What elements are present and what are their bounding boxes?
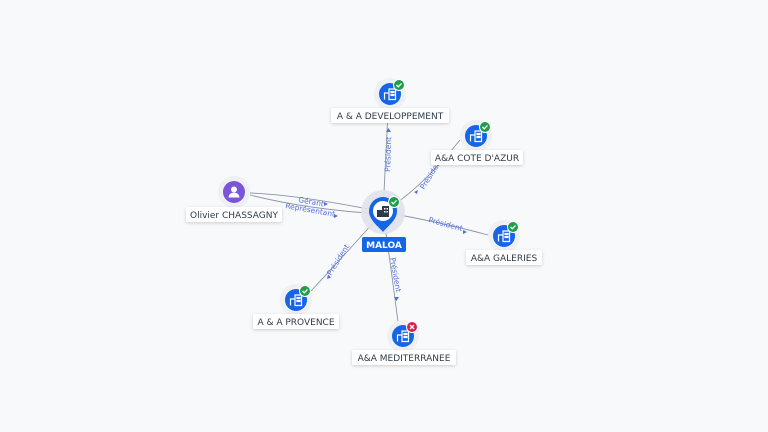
building-icon xyxy=(497,230,511,243)
svg-text:Olivier CHASSAGNY: Olivier CHASSAGNY xyxy=(190,211,279,221)
svg-text:A & A PROVENCE: A & A PROVENCE xyxy=(257,318,334,328)
label-dev: A & A DEVELOPPEMENT xyxy=(331,108,449,123)
arrow-oliv-2 xyxy=(334,214,338,218)
label-med: A&A MEDITERRANEE xyxy=(352,350,456,365)
node-cote[interactable] xyxy=(460,120,492,152)
label-cote: A&A COTE D'AZUR xyxy=(431,150,523,165)
center-label-box xyxy=(362,237,406,252)
check-icon xyxy=(479,121,491,133)
check-icon xyxy=(393,79,405,91)
edge-label-gal: Président xyxy=(427,215,463,233)
svg-text:A & A DEVELOPPEMENT: A & A DEVELOPPEMENT xyxy=(337,112,444,122)
edge-label-med: Président xyxy=(388,257,403,293)
node-med[interactable] xyxy=(387,320,419,352)
check-icon xyxy=(507,221,519,233)
check-icon xyxy=(388,196,400,208)
label-oliv: Olivier CHASSAGNY xyxy=(186,207,282,222)
arrow-dev xyxy=(386,128,391,132)
svg-text:A&A GALERIES: A&A GALERIES xyxy=(471,254,538,264)
arrow-cote xyxy=(414,190,418,194)
svg-text:A&A COTE D'AZUR: A&A COTE D'AZUR xyxy=(435,154,519,164)
building-icon xyxy=(377,206,389,217)
building-icon xyxy=(383,88,397,101)
edge-arrows xyxy=(324,128,467,301)
arrow-med xyxy=(394,297,399,301)
node-gal[interactable] xyxy=(488,220,520,252)
arrow-gal xyxy=(463,230,467,234)
check-icon xyxy=(299,285,311,297)
edge-label-gerant: Gérant xyxy=(298,195,325,208)
arrow-prov xyxy=(327,274,331,279)
node-prov[interactable] xyxy=(280,284,312,316)
label-gal: A&A GALERIES xyxy=(466,250,542,265)
edge-label-prov: Président xyxy=(325,243,351,277)
center-label: MALOA xyxy=(366,241,402,251)
center-node[interactable]: MALOA xyxy=(361,190,406,252)
label-prov: A & A PROVENCE xyxy=(253,314,339,329)
edge-label-dev: Président xyxy=(383,137,393,172)
arrow-oliv-1 xyxy=(324,202,328,206)
node-oliv[interactable] xyxy=(218,176,250,208)
svg-text:A&A MEDITERRANEE: A&A MEDITERRANEE xyxy=(358,354,451,364)
person-icon xyxy=(228,186,240,198)
close-icon xyxy=(406,321,418,333)
node-dev[interactable] xyxy=(374,78,406,110)
